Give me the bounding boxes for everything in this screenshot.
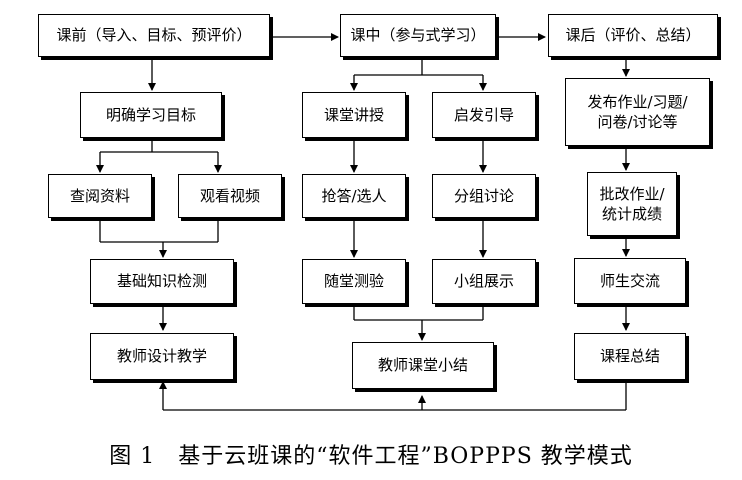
node-group-discussion: 分组讨论 xyxy=(432,174,536,218)
node-quiz: 随堂测验 xyxy=(302,259,406,304)
node-research: 查阅资料 xyxy=(48,174,152,218)
header-post-class: 课后（评价、总结） xyxy=(548,14,718,57)
node-inspire: 启发引导 xyxy=(432,92,536,138)
node-clarify-goal: 明确学习目标 xyxy=(80,92,222,138)
header-pre-class: 课前（导入、目标、预评价） xyxy=(38,14,270,57)
node-watch-video: 观看视频 xyxy=(178,174,282,218)
header-in-class: 课中（参与式学习） xyxy=(340,14,496,57)
figure-caption: 图 1 基于云班课的“软件工程”BOPPPS 教学模式 xyxy=(109,444,633,469)
node-grade-stats: 批改作业/统计成绩 xyxy=(587,172,677,236)
node-group-show: 小组展示 xyxy=(432,259,536,304)
node-class-summary: 教师课堂小结 xyxy=(352,342,494,389)
node-course-summary: 课程总结 xyxy=(574,333,686,380)
node-lecture: 课堂讲授 xyxy=(302,92,406,138)
node-teacher-design: 教师设计教学 xyxy=(90,333,234,380)
node-answer-select: 抢答/选人 xyxy=(302,174,406,218)
node-publish-assignment: 发布作业/习题/问卷/讨论等 xyxy=(565,78,710,146)
node-teacher-student-exchange: 师生交流 xyxy=(574,258,686,304)
node-knowledge-check: 基础知识检测 xyxy=(90,259,234,304)
